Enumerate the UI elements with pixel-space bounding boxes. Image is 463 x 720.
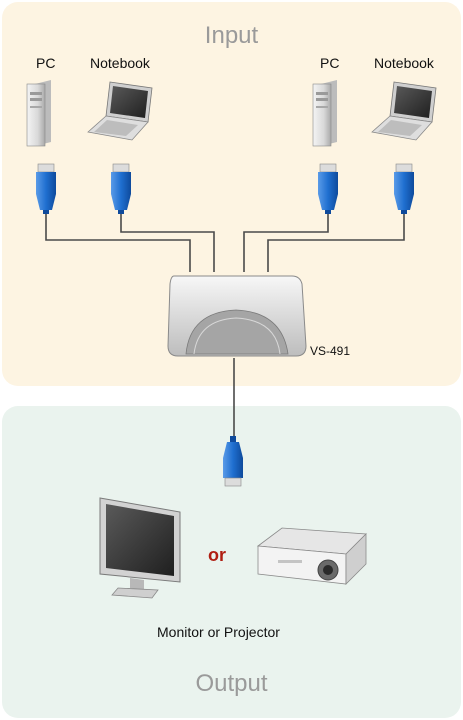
output-device-label: Monitor or Projector — [157, 624, 280, 640]
vga-connector-icon — [318, 163, 338, 214]
pc-tower-left-icon — [26, 80, 51, 147]
input-section-title: Input — [204, 22, 259, 49]
notebook-right-icon — [371, 81, 437, 141]
vga-connector-icon — [111, 163, 131, 214]
vga-connector-output-icon — [223, 436, 243, 487]
cable-notebook-right — [267, 210, 405, 272]
cable-notebook-left — [120, 210, 215, 272]
notebook-left-label: Notebook — [90, 55, 150, 71]
cable-pc-left — [45, 210, 191, 272]
vga-connector-icon — [36, 163, 56, 214]
projector-icon — [256, 527, 367, 585]
monitor-icon — [99, 497, 181, 599]
output-section-title: Output — [195, 670, 268, 697]
notebook-left-icon — [87, 81, 153, 141]
cables — [45, 210, 405, 444]
vs491-switch-icon — [167, 275, 307, 357]
notebook-right-label: Notebook — [374, 55, 434, 71]
pc-left-label: PC — [36, 55, 56, 71]
switch-model-label: VS-491 — [310, 344, 351, 358]
cable-pc-right — [243, 210, 329, 272]
or-label: or — [208, 545, 226, 565]
pc-right-label: PC — [320, 55, 340, 71]
pc-tower-right-icon — [312, 80, 337, 147]
vga-connector-icon — [394, 163, 414, 214]
